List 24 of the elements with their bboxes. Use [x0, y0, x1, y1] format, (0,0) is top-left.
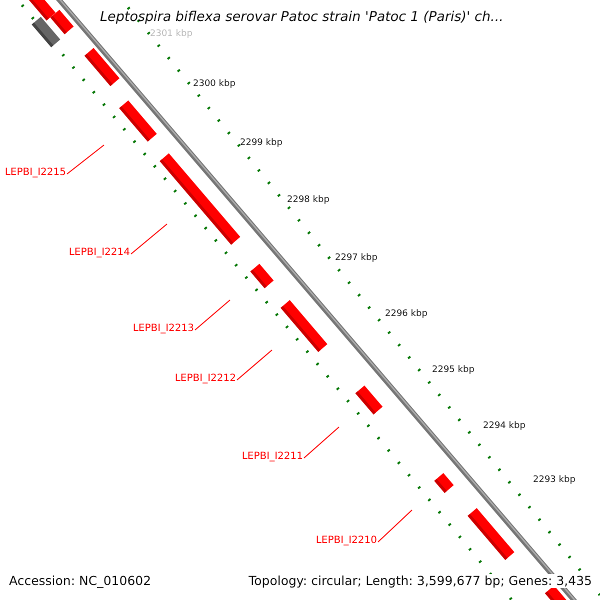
leader-line — [236, 350, 272, 380]
leader-line — [194, 300, 230, 330]
gene-label: LEPBI_I2215 — [4, 167, 66, 178]
gene-label: LEPBI_I2214 — [68, 247, 130, 258]
gene-label: LEPBI_I2210 — [316, 535, 377, 546]
gene-label: LEPBI_I2212 — [174, 373, 236, 384]
scale-tick-label: 2294 kbp — [483, 421, 526, 432]
scale-tick-label: 2301 kbp — [150, 29, 192, 40]
scale-tick-label: 2296 kbp — [385, 309, 428, 320]
scale-tick-label: 2297 kbp — [335, 253, 378, 264]
scale-tick-label: 2295 kbp — [432, 365, 474, 376]
leader-line — [66, 144, 104, 174]
scale-tick-label: 2300 kbp — [193, 79, 236, 90]
genome-summary-text: Topology: circular; Length: 3,599,677 bp; Genes: 3,435 — [248, 574, 592, 588]
leader-line — [378, 510, 412, 542]
scale-tick-label: 2299 kbp — [240, 138, 282, 148]
gene-label: LEPBI_I2211 — [242, 451, 303, 462]
accession-text: Accession: NC_010602 — [9, 574, 152, 588]
leader-line — [304, 426, 340, 458]
map-title: Leptospira biflexa serovar Patoc strain 'Patoc 1 (Paris)' ch... — [100, 10, 504, 26]
scale-tick-label: 2293 kbp — [533, 475, 576, 486]
gene-label: LEPBI_I2213 — [132, 323, 194, 334]
scale-tick-label: 2298 kbp — [287, 195, 330, 206]
leader-line — [130, 224, 168, 254]
